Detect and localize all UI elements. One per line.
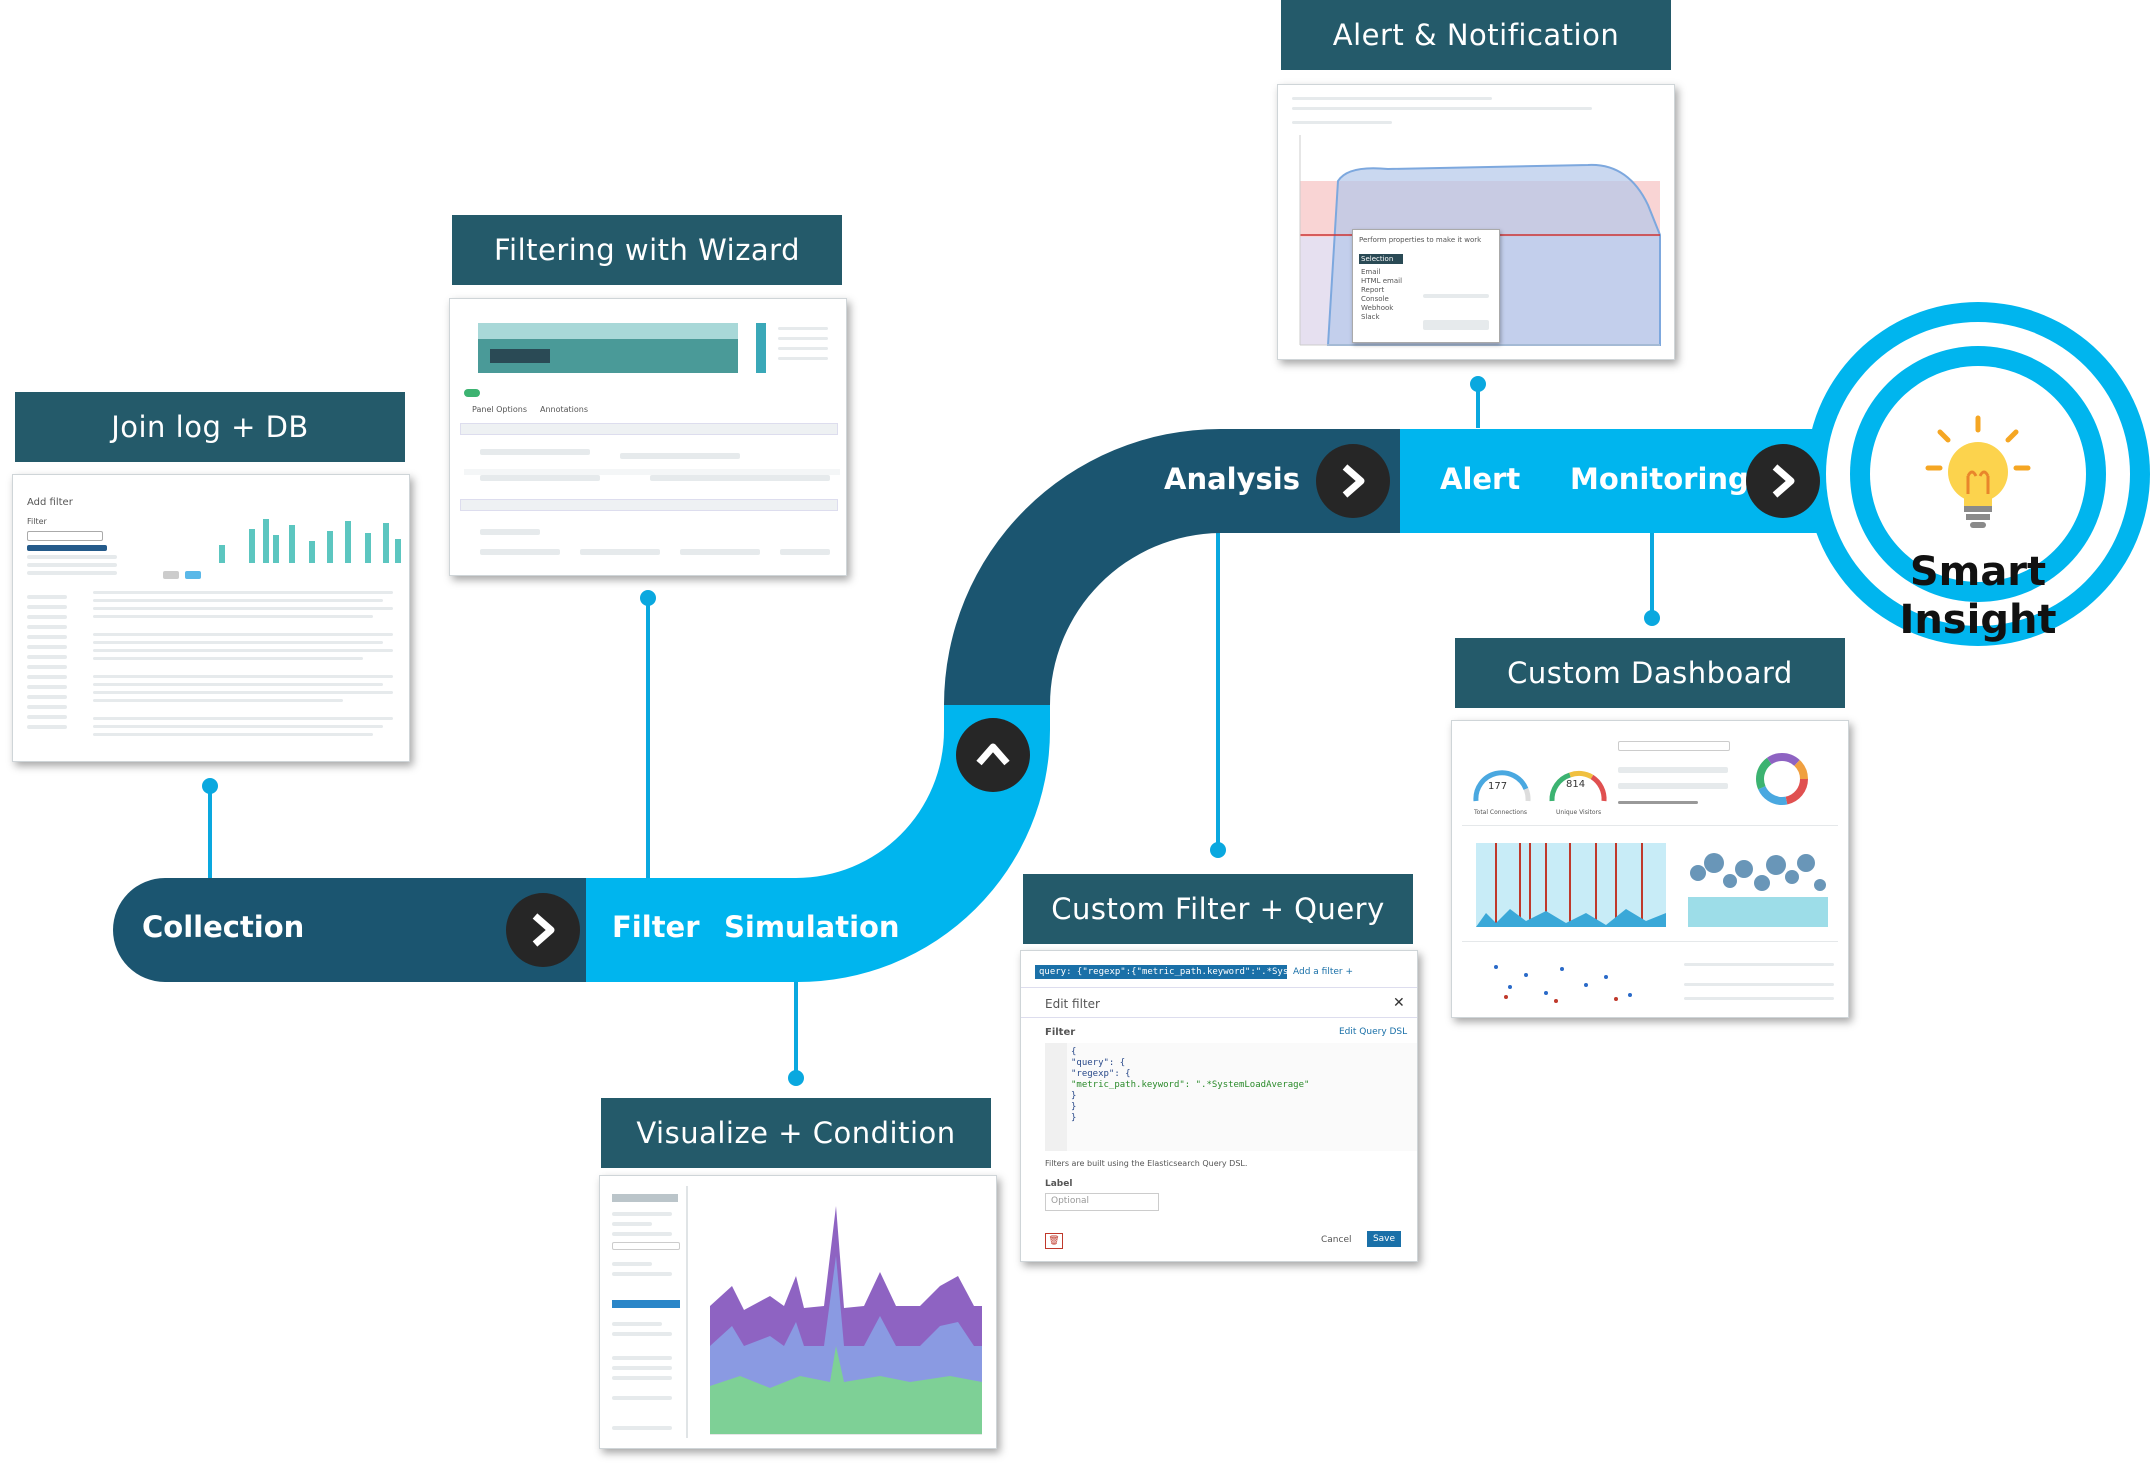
join-filter-label: Filter [27,517,47,526]
label-custom-dashboard: Custom Dashboard [1455,638,1845,708]
dsl-hint: Filters are built using the Elasticsearc… [1045,1159,1248,1168]
stage-collection: Collection [142,910,305,944]
screenshot-dashboard: 177 Total Connections 814 Unique Visitor… [1451,720,1849,1018]
next-analysis-button[interactable] [1316,444,1390,518]
join-histogram [219,519,401,563]
wizard-panel-options: Panel Options [472,405,527,414]
label-join-log: Join log + DB [15,392,405,462]
screenshot-alert: Perform properties to make it work Selec… [1277,84,1675,360]
goal-line2: Insight [1899,597,2057,643]
alert-option[interactable]: Slack [1361,313,1380,321]
chevron-up-icon [976,743,1010,766]
screenshot-custom-filter: query: {"regexp":{"metric_path.keyword":… [1020,950,1418,1262]
alert-option[interactable]: HTML email [1361,277,1403,285]
code-line: } [1071,1113,1077,1123]
alert-option[interactable]: Email [1361,268,1381,276]
screenshot-visualize-condition [599,1175,997,1449]
goal-line1: Smart [1909,549,2047,595]
alert-option[interactable]: Console [1361,295,1389,303]
chevron-right-icon [1342,464,1365,498]
label-alert-notification: Alert & Notification [1281,0,1671,70]
wizard-annotations: Annotations [540,405,589,414]
gauge-2-value: 814 [1566,779,1586,790]
chevron-right-icon [1772,464,1795,498]
stem-dashboard-dot [1644,610,1660,626]
goal-title: Smart Insight [1878,548,2078,644]
track-collection [113,878,588,982]
stage-monitoring: Monitoring [1570,462,1749,496]
save-button[interactable]: Save [1367,1231,1401,1247]
alert-option[interactable]: Webhook [1361,304,1394,312]
alert-popup: Perform properties to make it work Selec… [1352,229,1500,343]
edit-query-dsl-link[interactable]: Edit Query DSL [1339,1027,1408,1037]
label-input[interactable]: Optional [1051,1196,1090,1206]
label-field-label: Label [1045,1179,1073,1189]
next-monitoring-button[interactable] [1746,444,1820,518]
dsl-editor[interactable] [1045,1043,1417,1151]
gauge-2 [1549,770,1607,802]
chevron-right-icon [532,913,555,947]
stem-custom-filter-dot [1210,842,1226,858]
gauge-1-value: 177 [1488,781,1508,792]
alert-option[interactable]: Report [1361,286,1385,294]
label-visualize-condition: Visualize + Condition [601,1098,991,1168]
code-line: } [1071,1102,1077,1112]
query-chip[interactable]: query: {"regexp":{"metric_path.keyword":… [1035,965,1287,979]
close-icon[interactable]: ✕ [1393,995,1405,1011]
stem-visualize-dot [788,1070,804,1086]
next-collection-button[interactable] [506,893,580,967]
gauge-2-label: Unique Visitors [1556,809,1602,816]
dashboard-bubble-chart [1688,853,1828,927]
donut-chart [1756,753,1808,805]
join-add-filter: Add filter [27,497,73,508]
gauge-1 [1473,770,1531,802]
stem-wizard-dot [640,590,656,606]
code-line: "query": { [1071,1058,1126,1068]
track-analysis [944,429,1402,705]
code-line: { [1071,1047,1077,1057]
dashboard-bar-timeline [1476,843,1666,927]
code-line: "metric_path.keyword": ".*SystemLoadAver… [1071,1080,1310,1090]
lightbulb-icon [1925,415,2031,528]
next-simulation-button[interactable] [956,718,1030,792]
dashboard-scatter [1494,965,1632,1003]
filter-label: Filter [1045,1027,1076,1038]
screenshot-join-log: Add filter Filter [12,474,410,762]
trash-icon[interactable]: 🗑 [1045,1233,1063,1249]
track-filter [586,878,798,982]
alert-popup-title: Perform properties to make it work [1359,236,1482,244]
stage-alert: Alert [1440,462,1521,496]
label-custom-filter: Custom Filter + Query [1023,874,1413,944]
label-filtering-wizard: Filtering with Wizard [452,215,842,285]
stem-alert-dot [1470,376,1486,392]
stage-filter: Filter [612,910,700,944]
screenshot-filtering-wizard: Panel Options Annotations [449,298,847,576]
stage-simulation: Simulation [724,910,900,944]
edit-filter-title: Edit filter [1045,997,1100,1011]
add-filter-link[interactable]: Add a filter + [1293,967,1353,977]
code-line: "regexp": { [1071,1069,1131,1079]
alert-popup-select[interactable]: Selection [1359,254,1403,264]
cancel-button[interactable]: Cancel [1321,1235,1352,1245]
stage-analysis: Analysis [1164,462,1300,496]
code-line: } [1071,1091,1077,1101]
stem-join-dot [202,778,218,794]
visualize-stacked-area [710,1206,982,1435]
gauge-1-label: Total Connections [1474,809,1527,816]
